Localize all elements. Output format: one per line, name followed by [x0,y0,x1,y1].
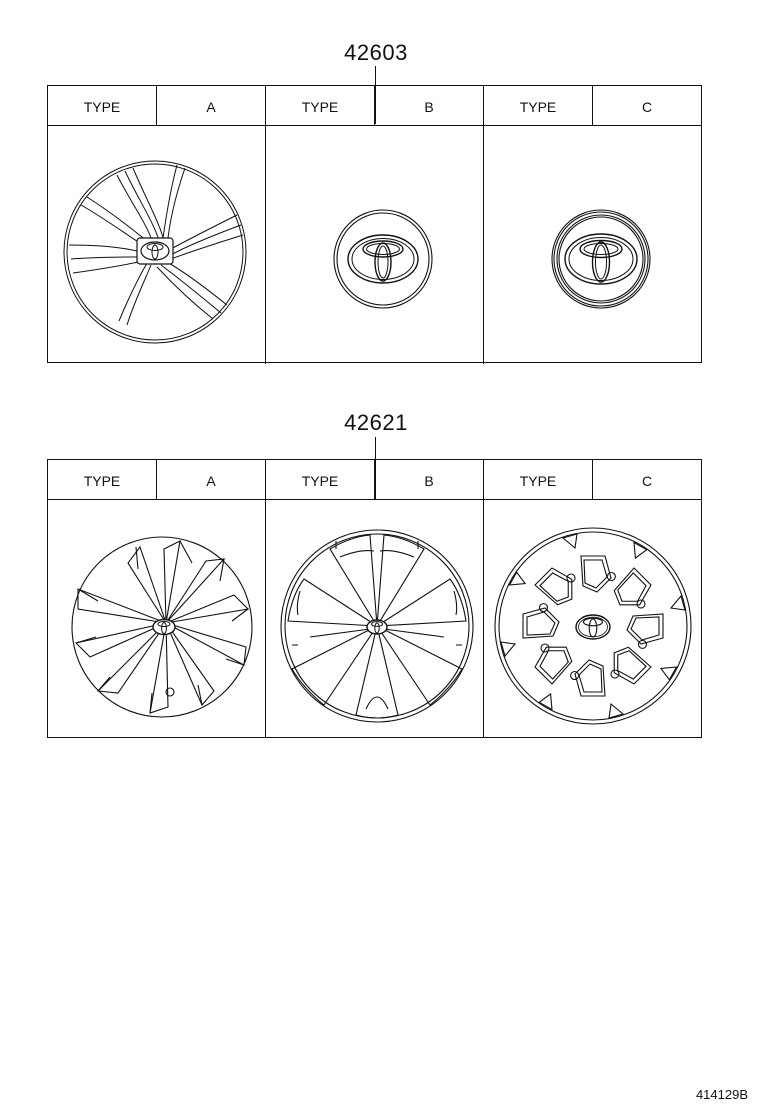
part-number-42621: 42621 [344,410,408,435]
type-label: TYPE [266,86,375,125]
center-cap-flat-icon [332,209,433,309]
illustration-cell-b [266,126,484,364]
type-label: TYPE [266,460,375,499]
center-cap-domed-icon [550,209,651,309]
toyota-logo-icon [365,619,388,635]
toyota-logo-icon [346,234,419,284]
parts-table-42603: TYPE A TYPE B TYPE C [47,85,702,364]
type-value-a: A [157,460,266,499]
type-value-a: A [157,86,266,125]
table-header-row: TYPE A TYPE B TYPE C [48,460,701,500]
leader-line [375,437,376,499]
illustration-row [48,126,701,364]
toyota-logo-icon [563,233,638,285]
leader-line [375,66,376,124]
wheel-cap-v-spoke-icon [279,529,474,723]
type-label: TYPE [48,460,157,499]
illustration-cell-a [48,126,266,364]
parts-table-42621: TYPE A TYPE B TYPE C [47,459,702,738]
illustration-cell-c [484,126,701,364]
type-label: TYPE [484,86,593,125]
table-header-row: TYPE A TYPE B TYPE C [48,86,701,126]
wheel-cap-twisted-spoke-icon [70,536,253,718]
type-value-c: C [641,472,653,489]
type-value-b: B [375,460,484,499]
type-label: TYPE [48,86,157,125]
type-label: TYPE [484,460,593,499]
illustration-row [48,500,701,738]
type-value-c: C [641,98,653,115]
wheel-cover-5-spoke-icon [63,160,246,344]
diagram-id: 414129B [695,1087,748,1102]
illustration-cell-c [484,500,701,738]
illustration-cell-a [48,500,266,738]
toyota-logo-icon [151,618,176,636]
toyota-logo-icon [135,237,174,265]
type-value-b: B [375,86,484,125]
part-number-42603: 42603 [344,40,408,65]
toyota-logo-icon [574,614,611,640]
illustration-cell-b [266,500,484,738]
wheel-cap-window-pattern-icon [493,527,692,725]
